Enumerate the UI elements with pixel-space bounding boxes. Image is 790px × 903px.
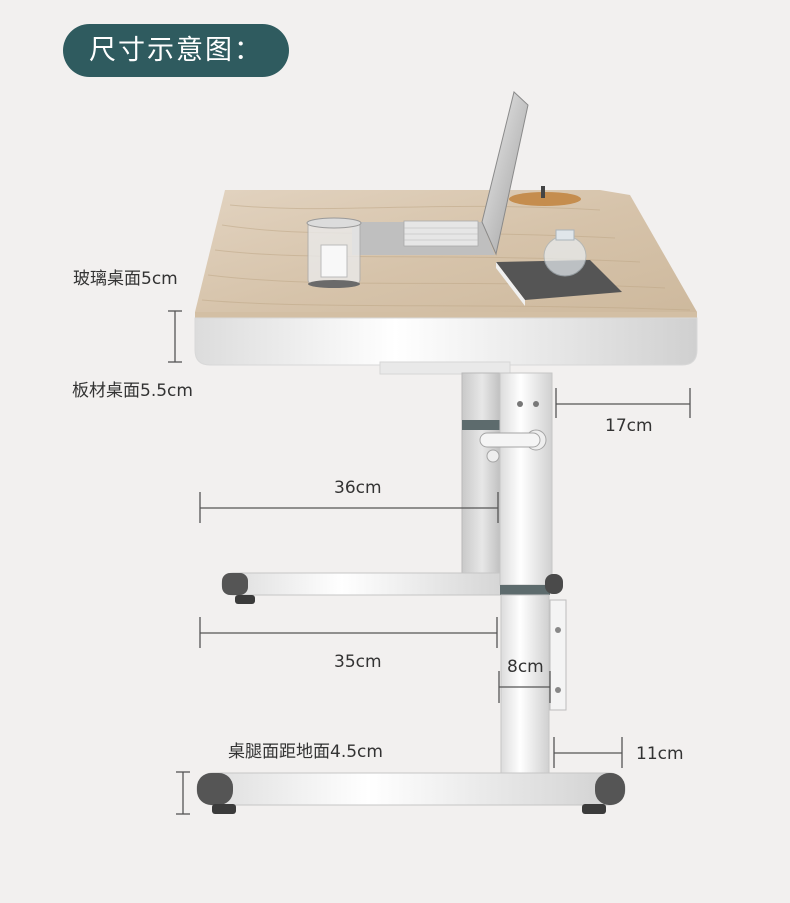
glass-top-label: 玻璃桌面5cm <box>73 269 178 289</box>
page-title: 尺寸示意图： <box>63 24 289 77</box>
front-column <box>499 372 563 778</box>
foot-extension-label: 11cm <box>636 744 684 764</box>
upper-foot <box>221 572 523 604</box>
side-hook <box>549 599 567 711</box>
leg-clearance-label: 桌腿面距地面4.5cm <box>228 742 383 762</box>
height-lever <box>479 401 547 463</box>
upper-foot-label: 36cm <box>334 478 382 498</box>
column-width-label: 8cm <box>507 657 544 677</box>
glass-bottle <box>543 229 587 277</box>
board-top-label: 板材桌面5.5cm <box>72 381 193 401</box>
depth-offset-label: 17cm <box>605 416 653 436</box>
laptop <box>352 91 529 256</box>
lamp-stem <box>541 186 545 198</box>
lamp-base <box>509 192 581 206</box>
lower-foot-label: 35cm <box>334 652 382 672</box>
lower-foot <box>196 772 626 814</box>
desktop <box>194 190 698 375</box>
book <box>496 260 622 306</box>
pen-cup <box>306 217 362 288</box>
rear-column <box>461 372 503 586</box>
dimension-lines <box>168 310 691 815</box>
